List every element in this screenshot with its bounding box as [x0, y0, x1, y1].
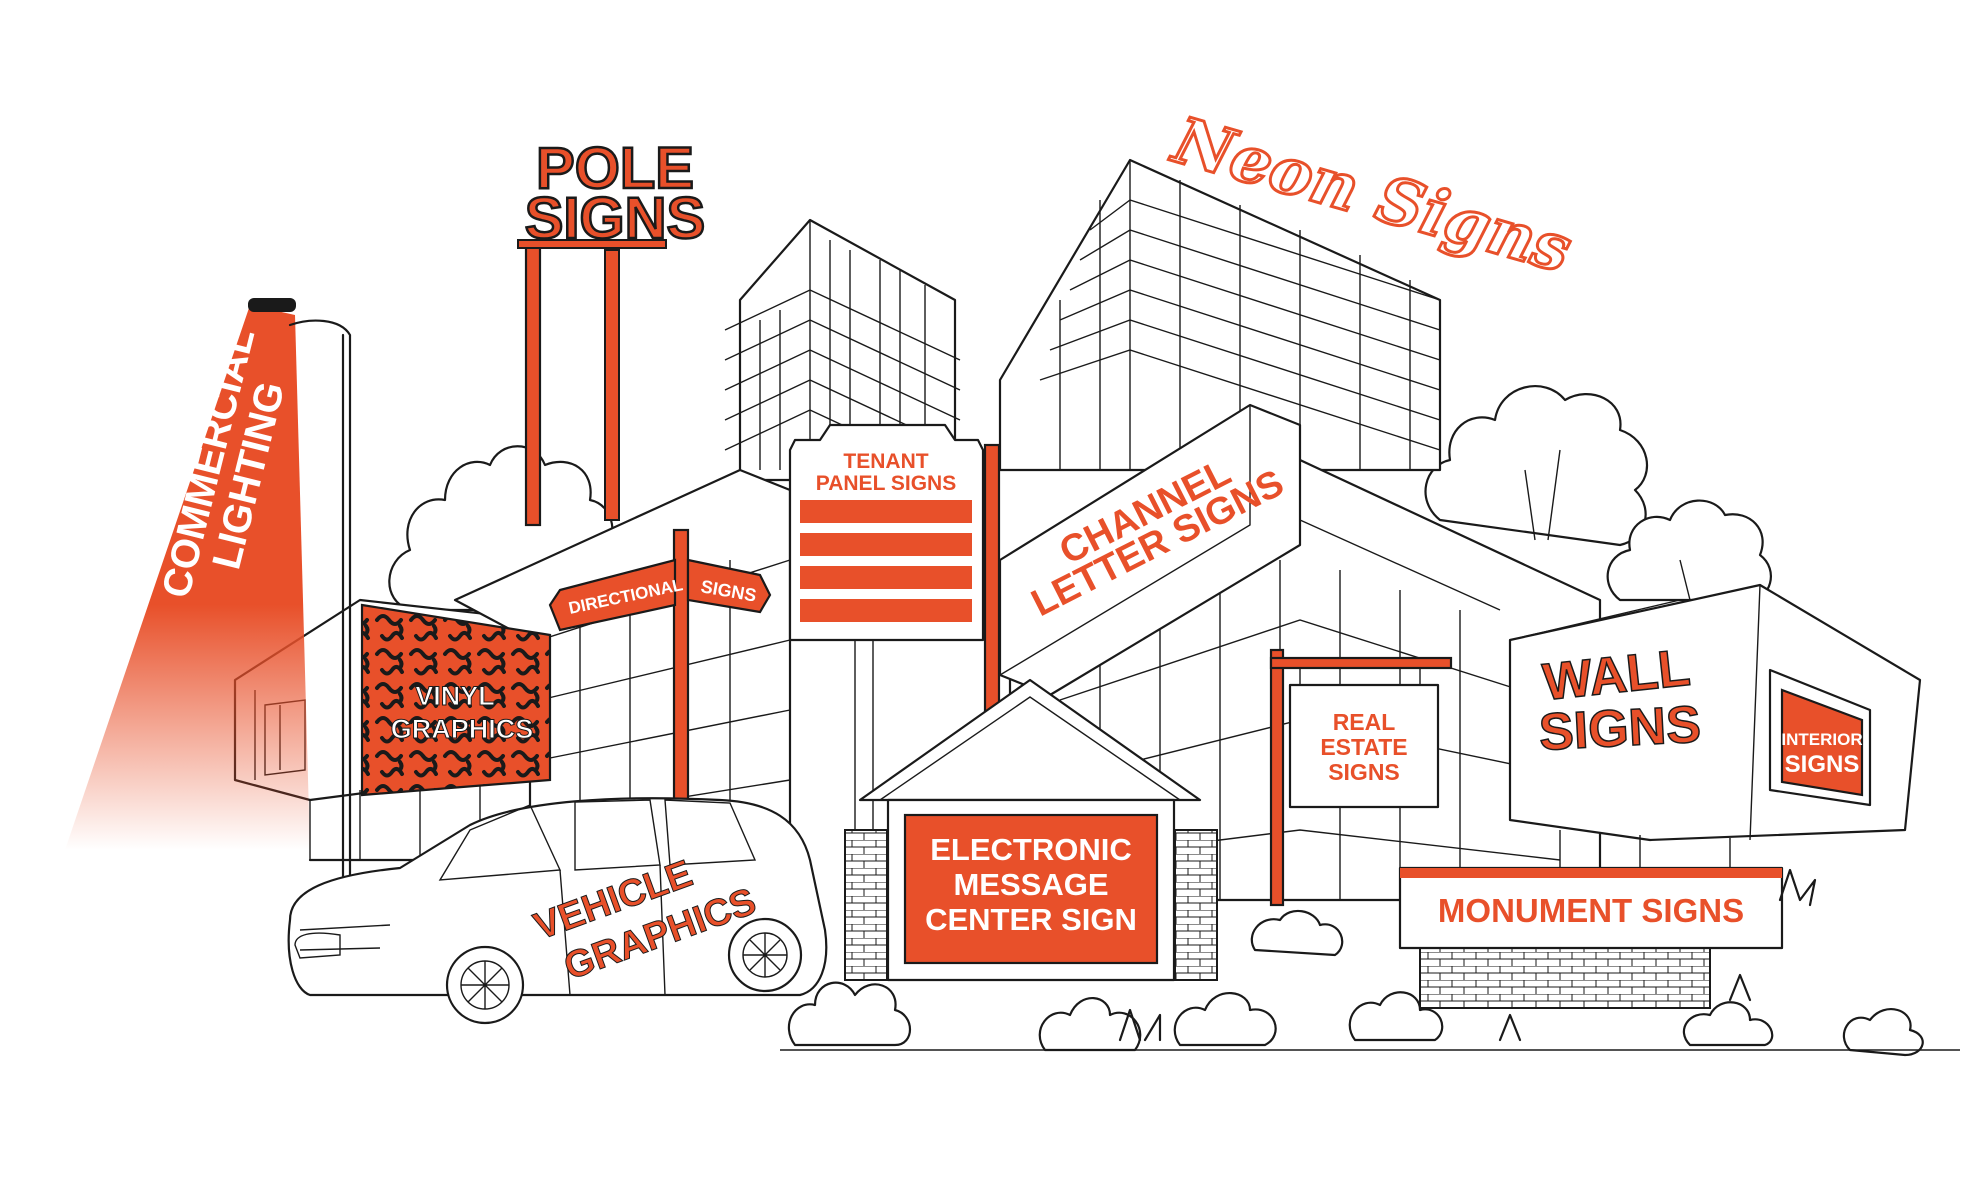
- lamp-head-icon: [248, 298, 296, 312]
- emc-line2: MESSAGE: [953, 867, 1108, 902]
- interior-line2: SIGNS: [1785, 751, 1860, 778]
- bushes: [787, 868, 1924, 1057]
- vinyl-line2: GRAPHICS: [391, 714, 534, 744]
- pole-line2: SIGNS: [525, 186, 706, 251]
- emc-line1: ELECTRONIC: [930, 832, 1132, 867]
- wall-line2: SIGNS: [1538, 696, 1703, 762]
- tenant-panel-3: [800, 566, 972, 589]
- channel-letter-sign: CHANNEL LETTER SIGNS: [983, 403, 1302, 777]
- interior-line1: INTERIOR: [1781, 730, 1862, 749]
- interior-sign-panel: [1780, 688, 1864, 797]
- commercial-lighting: COMMERCIAL LIGHTING: [65, 298, 352, 882]
- real-estate-line2: ESTATE: [1320, 734, 1407, 760]
- real-estate-line1: REAL: [1333, 709, 1396, 735]
- emc-sign: ELECTRONIC MESSAGE CENTER SIGN: [844, 678, 1218, 982]
- tenant-panel-2: [800, 533, 972, 556]
- emc-line3: CENTER SIGN: [925, 902, 1137, 937]
- real-estate-line3: SIGNS: [1328, 759, 1400, 785]
- vinyl-line1: VINYL: [415, 681, 495, 711]
- monument-text: MONUMENT SIGNS: [1438, 892, 1744, 929]
- pole-line1: POLE: [536, 136, 694, 201]
- vehicle: VEHICLE GRAPHICS: [287, 797, 828, 1025]
- tenant-panel-4: [800, 599, 972, 622]
- tenant-line2: PANEL SIGNS: [816, 472, 956, 495]
- tenant-line1: TENANT: [843, 450, 928, 473]
- vinyl-panel: [360, 603, 552, 797]
- vinyl-graphics-sign: VINYL GRAPHICS: [360, 603, 552, 797]
- wall-sign: WALL SIGNS INTERIOR SIGNS: [1508, 583, 1922, 880]
- pole-sign: POLE SIGNS: [517, 135, 707, 527]
- real-estate-sign: REAL ESTATE SIGNS: [1269, 648, 1453, 907]
- tower-left: [724, 218, 961, 482]
- tower-right: [998, 158, 1442, 472]
- tenant-panel-1: [800, 500, 972, 523]
- light-beam: [65, 305, 310, 850]
- monument-sign: MONUMENT SIGNS: [1398, 866, 1784, 1009]
- tenant-panel-sign: TENANT PANEL SIGNS: [788, 423, 985, 881]
